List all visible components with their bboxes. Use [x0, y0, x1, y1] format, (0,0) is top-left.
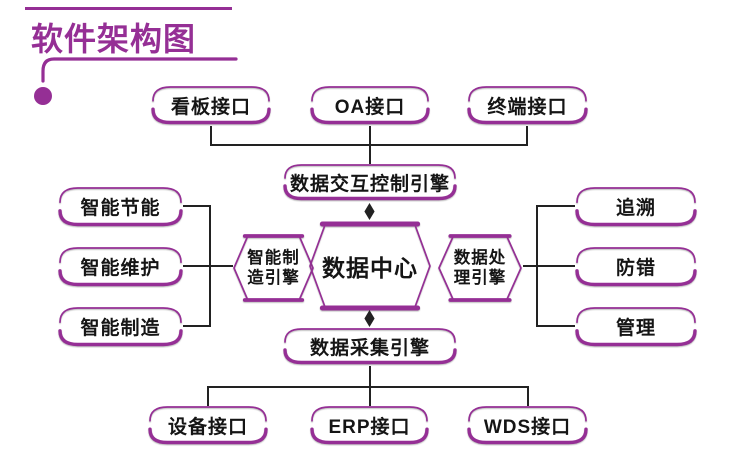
- connector-bottom-center-upper: [369, 366, 371, 388]
- node-terminal-interface: 终端接口: [467, 84, 588, 126]
- connector-bottom-bus: [207, 386, 529, 388]
- node-label: 追溯: [615, 198, 656, 219]
- node-shape-outline: [309, 221, 431, 311]
- node-shape-outline: [575, 187, 697, 227]
- connector-left-stub-3: [183, 325, 210, 327]
- node-label: 智能维护: [80, 258, 161, 279]
- node-label: 数据处 理引擎: [454, 248, 507, 288]
- node-oa-interface: OA接口: [310, 84, 430, 126]
- node-label: 数据中心: [322, 255, 418, 281]
- node-label: 设备接口: [167, 416, 248, 438]
- connector-right-stub-2: [523, 265, 575, 267]
- node-label: 防错: [615, 258, 656, 279]
- node-label: 数据采集引擎: [309, 337, 430, 359]
- title-top-line: [25, 7, 232, 10]
- node-smart-maintenance: 智能维护: [58, 245, 183, 288]
- node-label-line2: 理引擎: [453, 269, 507, 287]
- node-label: 智能节能: [80, 198, 161, 219]
- connector-bottom-center-stub: [369, 386, 371, 406]
- arrow-diamond-top: [364, 203, 375, 220]
- node-shape-outline: [467, 406, 588, 445]
- node-shape-outline: [283, 328, 457, 365]
- node-label: 看板接口: [170, 96, 251, 118]
- connector-left-stub-1: [183, 205, 210, 207]
- connector-right-stub-1: [537, 205, 575, 207]
- node-shape-outline: [310, 406, 429, 445]
- node-shape-outline: [438, 234, 522, 302]
- node-data-processing-engine: 数据处 理引擎: [437, 233, 523, 303]
- node-label: WDS接口: [483, 416, 572, 438]
- node-shape-outline: [151, 86, 271, 125]
- node-label: OA接口: [334, 96, 406, 118]
- node-label-line1: 数据处: [453, 249, 507, 267]
- node-device-interface: 设备接口: [148, 404, 268, 446]
- connector-bottom-right-stub: [527, 386, 529, 406]
- node-kanban-interface: 看板接口: [151, 84, 271, 126]
- node-data-collection-engine: 数据采集引擎: [283, 326, 457, 366]
- page-title: 软件架构图: [31, 21, 197, 57]
- node-label: 数据交互控制引擎: [289, 173, 450, 195]
- node-error-proofing: 防错: [575, 245, 697, 288]
- node-wds-interface: WDS接口: [467, 404, 588, 446]
- node-management: 管理: [575, 305, 697, 348]
- node-smart-manufacturing: 智能制造: [58, 305, 183, 348]
- node-label: 管理: [615, 318, 656, 339]
- node-shape-outline: [148, 406, 268, 445]
- node-label: 智能制 造引擎: [247, 248, 300, 288]
- connector-top-right-stub: [526, 126, 528, 146]
- node-label: ERP接口: [328, 416, 411, 438]
- node-shape-outline: [58, 247, 183, 287]
- arrow-diamond-bottom: [364, 310, 375, 327]
- node-data-interaction-control-engine: 数据交互控制引擎: [283, 162, 457, 202]
- node-label: 终端接口: [487, 96, 568, 118]
- connector-left-bracket: [209, 205, 211, 327]
- node-label-line1: 智能制: [247, 249, 300, 267]
- node-shape-outline: [58, 307, 183, 347]
- node-shape-outline: [575, 247, 697, 287]
- connector-top-left-stub: [210, 126, 212, 146]
- node-label-line2: 造引擎: [247, 269, 300, 287]
- node-intelligent-manufacturing-engine: 智能制 造引擎: [232, 233, 315, 303]
- connector-right-bracket: [536, 205, 538, 327]
- node-erp-interface: ERP接口: [310, 404, 429, 446]
- node-label: 智能制造: [80, 318, 161, 339]
- node-shape-outline: [575, 307, 697, 347]
- node-shape-outline: [233, 234, 314, 302]
- connector-top-bus: [210, 144, 528, 146]
- connector-right-stub-3: [537, 325, 575, 327]
- node-shape-outline: [58, 187, 183, 227]
- node-data-center: 数据中心: [308, 221, 432, 311]
- flourish-dot: [34, 87, 52, 105]
- node-smart-energy-saving: 智能节能: [58, 185, 183, 228]
- node-shape-outline: [467, 86, 588, 125]
- node-traceability: 追溯: [575, 185, 697, 228]
- title-underline-flourish: [34, 57, 238, 105]
- connector-bottom-left-stub: [207, 386, 209, 406]
- node-shape-outline: [283, 164, 457, 201]
- connector-left-stub-2: [183, 265, 233, 267]
- node-shape-outline: [310, 86, 430, 125]
